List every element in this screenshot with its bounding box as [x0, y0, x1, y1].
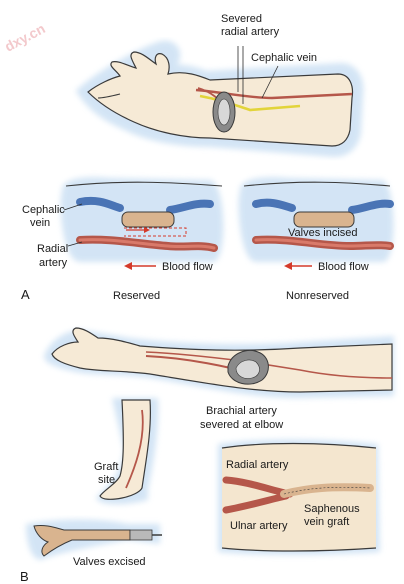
- panel-label-a: A: [21, 287, 30, 302]
- excised-vein-graft: [26, 519, 162, 560]
- reserved-small-arrow-head: [144, 227, 150, 233]
- label-graft-2: site: [98, 474, 115, 486]
- label-nonreserved: Nonreserved: [286, 290, 349, 302]
- inset-background: [222, 443, 376, 551]
- reserved-flow-arrow-head: [124, 262, 132, 270]
- nonreserved-graft-segment: [293, 211, 355, 228]
- label-radial-artery-inset: Radial artery: [226, 459, 289, 471]
- label-radial-left-2: artery: [39, 257, 68, 269]
- reserved-vessel-diagram: [60, 177, 224, 270]
- cannula-hub: [129, 529, 153, 541]
- nonreserved-cephalic-left: [252, 198, 296, 212]
- label-radial-left-1: Radial: [37, 243, 68, 255]
- reserved-dashed-path: [124, 227, 187, 237]
- top-thumb-line: [97, 93, 121, 99]
- leader-cephalic-left: [63, 203, 83, 211]
- reserved-graft-segment: [121, 211, 175, 228]
- nonreserved-vessel-diagram: [238, 177, 394, 270]
- nonreserved-flow-arrow-head: [284, 262, 292, 270]
- leader-cephalic-top: [261, 65, 279, 99]
- leg-skin: [99, 399, 151, 500]
- inset-saphenous-graft: [280, 483, 374, 498]
- nonreserved-cephalic-right: [348, 199, 394, 214]
- panel-label-b: B: [20, 569, 29, 584]
- reserved-top-skin-line: [65, 181, 223, 187]
- leg-graft-site: [96, 398, 159, 505]
- label-graft-1: Graft: [94, 461, 118, 473]
- label-cephalic-left-2: vein: [30, 217, 50, 229]
- full-arm-skin: [51, 327, 393, 393]
- label-reserved: Reserved: [113, 290, 160, 302]
- elbow-incision-inner: [235, 359, 260, 379]
- inset-top-edge: [221, 442, 377, 449]
- nonreserved-radial-artery-hl: [254, 238, 392, 248]
- label-saphenous-1: Saphenous: [304, 503, 360, 515]
- label-blood-flow-right: Blood flow: [318, 261, 369, 273]
- leader-radial-left: [67, 241, 83, 247]
- top-forearm-illustration: [75, 40, 364, 158]
- watermark: dxy.cn: [2, 20, 48, 54]
- excised-vein-body: [33, 525, 131, 557]
- full-arm-illustration: [44, 327, 394, 398]
- label-severed: Severed: [221, 13, 262, 25]
- label-radial-artery-top: radial artery: [221, 26, 280, 38]
- label-ulnar-artery: Ulnar artery: [230, 520, 288, 532]
- reserved-cephalic-left: [76, 196, 124, 212]
- leg-saphenous-vein: [125, 409, 144, 489]
- reserved-radial-artery-hl: [78, 238, 216, 250]
- label-brachial-1: Brachial artery: [206, 405, 277, 417]
- label-cephalic-left-1: Cephalic: [22, 204, 65, 216]
- label-brachial-2: severed at elbow: [200, 419, 283, 431]
- inset-bottom-edge: [221, 547, 377, 552]
- anastomosis-inset: [218, 439, 380, 555]
- label-valves-incised: Valves incised: [288, 227, 358, 239]
- label-cephalic-vein-top: Cephalic vein: [251, 52, 317, 64]
- nonreserved-top-skin-line: [243, 181, 391, 187]
- label-valves-excised: Valves excised: [73, 556, 146, 568]
- label-blood-flow-left: Blood flow: [162, 261, 213, 273]
- label-saphenous-2: vein graft: [304, 516, 349, 528]
- reserved-cephalic-right: [166, 199, 214, 214]
- inset-ulnar-artery: [222, 492, 290, 514]
- top-incision-inner: [217, 98, 231, 126]
